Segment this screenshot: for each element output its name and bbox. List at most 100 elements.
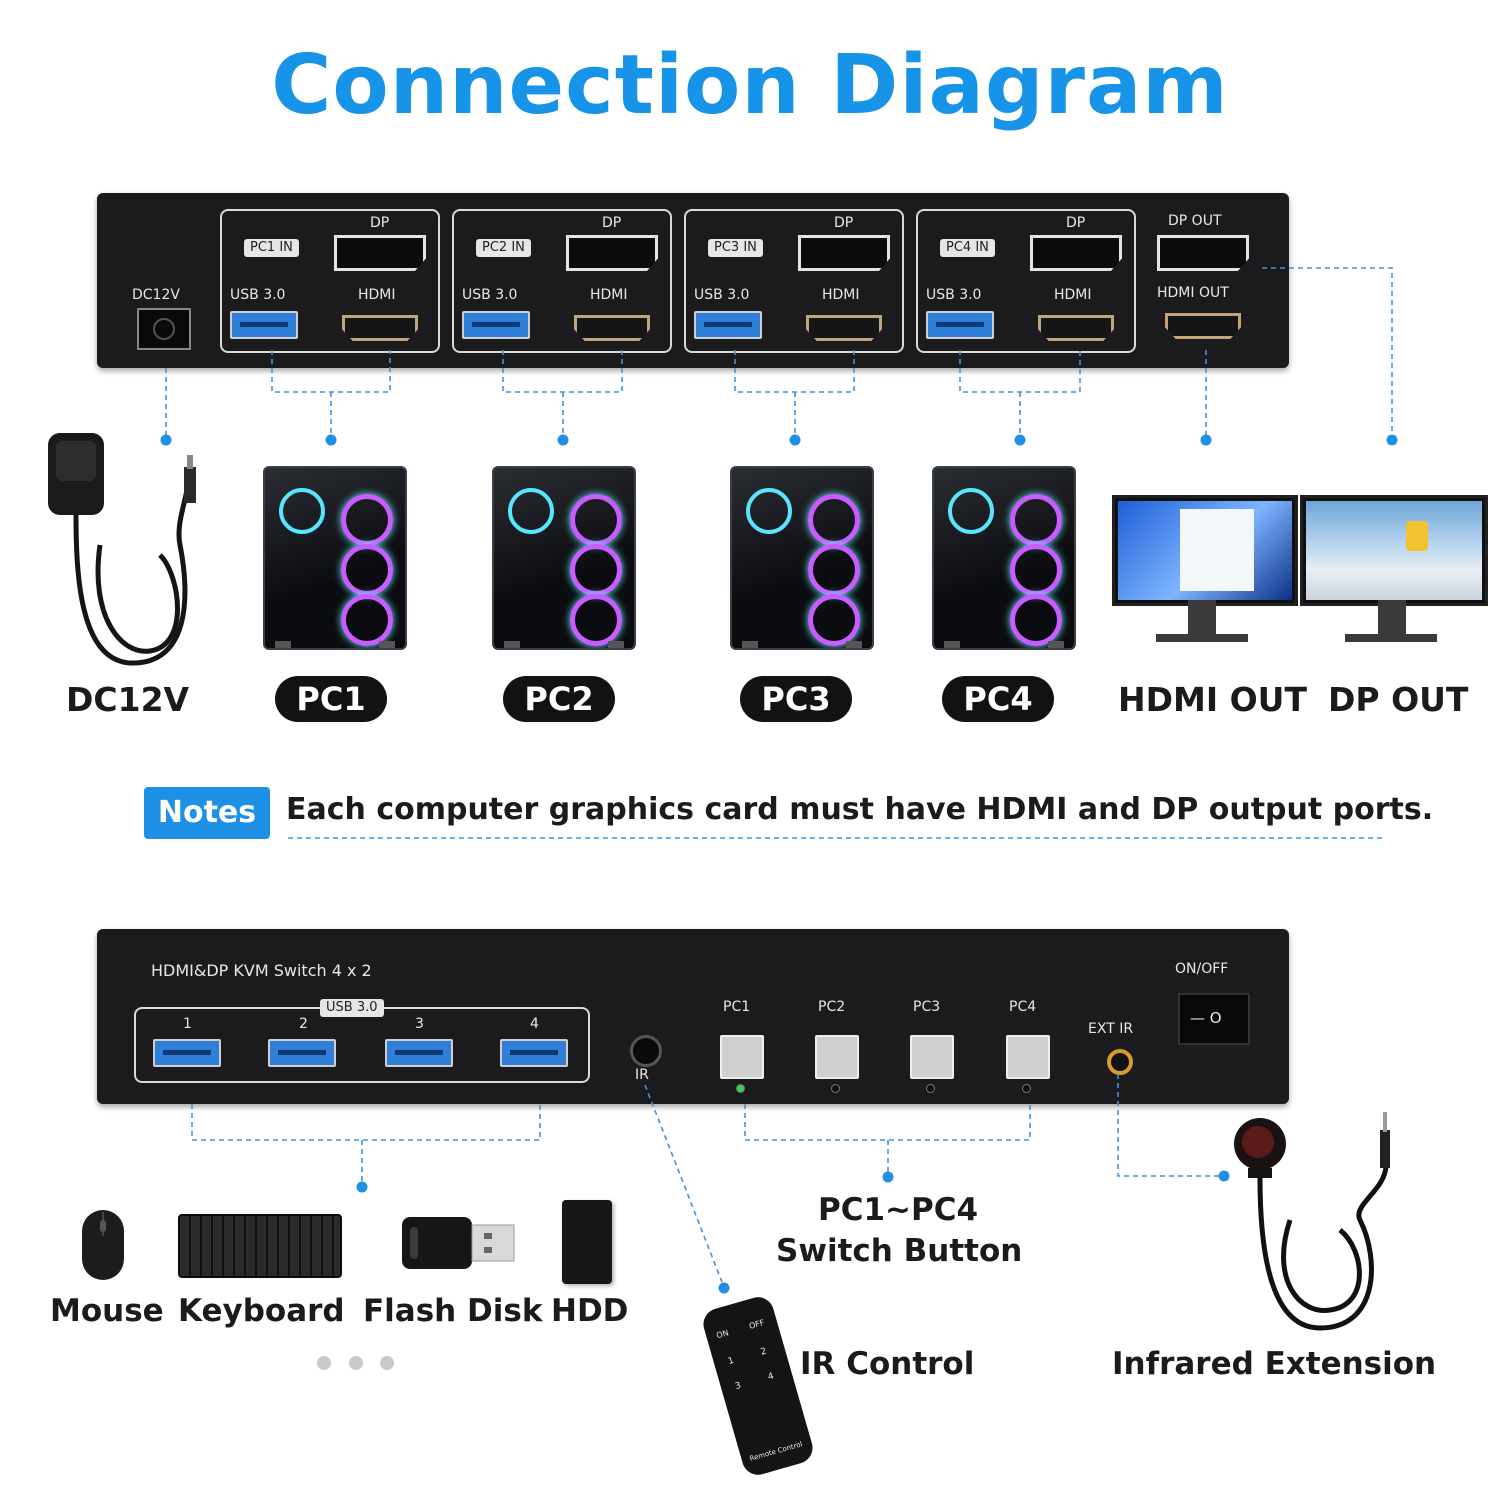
infrared-extension-icon (1234, 1112, 1390, 1331)
usb-label: USB 3.0 (230, 287, 286, 303)
button-label: PC2 (818, 999, 846, 1015)
remote-key: 1 (726, 1355, 736, 1368)
infrared-extension-label: Infrared Extension (1112, 1346, 1437, 1382)
usb-label: USB 3.0 (462, 287, 518, 303)
dc-port-label: DC12V (132, 287, 180, 303)
peripheral-label: HDD (551, 1293, 629, 1329)
dp-label: DP (834, 215, 854, 231)
pc2-switch-button[interactable] (815, 1035, 859, 1079)
pc4-label: PC4 (942, 676, 1054, 722)
pc-tower-icon (730, 466, 874, 650)
usb-port-number: 3 (415, 1016, 424, 1032)
remote-key: 2 (759, 1346, 768, 1358)
ext-ir-jack (1107, 1049, 1133, 1075)
power-adapter-icon (48, 433, 196, 666)
usb-port (230, 311, 298, 339)
more-dots (317, 1356, 397, 1372)
pc1-switch-button[interactable] (720, 1035, 764, 1079)
monitor-icon (1112, 495, 1298, 606)
switch-button-label-2: Switch Button (776, 1233, 1023, 1269)
usb-port (694, 311, 762, 339)
ir-sensor (630, 1035, 662, 1067)
usb-label: USB 3.0 (926, 287, 982, 303)
peripheral-label: Keyboard (178, 1293, 345, 1329)
peripheral-label: Mouse (50, 1293, 164, 1329)
dc-power-port (137, 308, 191, 350)
usb-port (153, 1039, 221, 1067)
page-title: Connection Diagram (271, 38, 1229, 133)
usb-port-number: 1 (183, 1016, 192, 1032)
button-label: PC3 (913, 999, 941, 1015)
usb-port-number: 2 (299, 1016, 308, 1032)
kvm-rear-panel: DC12V DP PC1 IN USB 3.0 HDMI DP PC2 IN U… (97, 193, 1289, 368)
hdmi-out-port (1165, 313, 1241, 339)
dp-out-label: DP OUT (1328, 680, 1469, 719)
remote-key: OFF (748, 1318, 766, 1331)
keyboard-icon (178, 1214, 342, 1278)
pc1-led (736, 1084, 745, 1093)
usb-port-number: 4 (530, 1016, 539, 1032)
remote-control-icon: ON OFF 1 2 3 4 Remote Control (699, 1293, 817, 1479)
dc-label: DC12V (66, 680, 190, 719)
usb-port (926, 311, 994, 339)
dp-label: DP (602, 215, 622, 231)
usb-port (500, 1039, 568, 1067)
usb-port (462, 311, 530, 339)
pc2-input-group: DP PC2 IN USB 3.0 HDMI (452, 209, 672, 353)
notes-text: Each computer graphics card must have HD… (286, 792, 1434, 827)
hdmi-out-label: HDMI OUT (1157, 285, 1229, 301)
pc-in-tag: PC1 IN (244, 239, 299, 257)
displayport-port (798, 235, 890, 271)
pc4-input-group: DP PC4 IN USB 3.0 HDMI (916, 209, 1136, 353)
usb-port (385, 1039, 453, 1067)
pc4-switch-button[interactable] (1006, 1035, 1050, 1079)
notes-badge: Notes (144, 787, 270, 839)
peripheral-label: Flash Disk (363, 1293, 543, 1329)
dp-out-label: DP OUT (1168, 213, 1222, 229)
hdmi-label: HDMI (1054, 287, 1092, 303)
hdmi-label: HDMI (822, 287, 860, 303)
hdd-icon (562, 1200, 612, 1284)
power-switch[interactable]: — O (1178, 993, 1250, 1045)
usb-port (268, 1039, 336, 1067)
hdmi-port (1038, 315, 1114, 341)
displayport-port (1030, 235, 1122, 271)
monitor-icon (1300, 495, 1488, 606)
pc3-input-group: DP PC3 IN USB 3.0 HDMI (684, 209, 904, 353)
pc3-switch-button[interactable] (910, 1035, 954, 1079)
pc3-led (926, 1084, 935, 1093)
hdmi-label: HDMI (358, 287, 396, 303)
hdmi-label: HDMI (590, 287, 628, 303)
pc-in-tag: PC2 IN (476, 239, 531, 257)
ir-control-label: IR Control (800, 1346, 975, 1382)
displayport-port (334, 235, 426, 271)
pc3-label: PC3 (740, 676, 852, 722)
pc4-led (1022, 1084, 1031, 1093)
power-switch-text: — O (1190, 1009, 1222, 1027)
monitor-stand (1188, 600, 1216, 636)
pc-tower-icon (492, 466, 636, 650)
dp-out-port (1157, 235, 1249, 271)
remote-brand: Remote Control (748, 1440, 804, 1463)
hdmi-port (806, 315, 882, 341)
dp-label: DP (1066, 215, 1086, 231)
ir-label: IR (635, 1067, 649, 1083)
switch-button-label-1: PC1~PC4 (818, 1192, 979, 1228)
pc1-input-group: DP PC1 IN USB 3.0 HDMI (220, 209, 440, 353)
pc2-led (831, 1084, 840, 1093)
usb-label: USB 3.0 (694, 287, 750, 303)
usb-hub-tag: USB 3.0 (320, 999, 384, 1017)
ext-ir-label: EXT IR (1088, 1021, 1134, 1037)
mouse-icon (82, 1210, 124, 1280)
button-label: PC1 (723, 999, 751, 1015)
pc-in-tag: PC3 IN (708, 239, 763, 257)
dp-label: DP (370, 215, 390, 231)
pc2-label: PC2 (503, 676, 615, 722)
monitor-base (1345, 634, 1437, 642)
displayport-port (566, 235, 658, 271)
monitor-base (1156, 634, 1248, 642)
pc-in-tag: PC4 IN (940, 239, 995, 257)
pc-tower-icon (932, 466, 1076, 650)
hdmi-port (574, 315, 650, 341)
remote-key: ON (715, 1328, 730, 1341)
